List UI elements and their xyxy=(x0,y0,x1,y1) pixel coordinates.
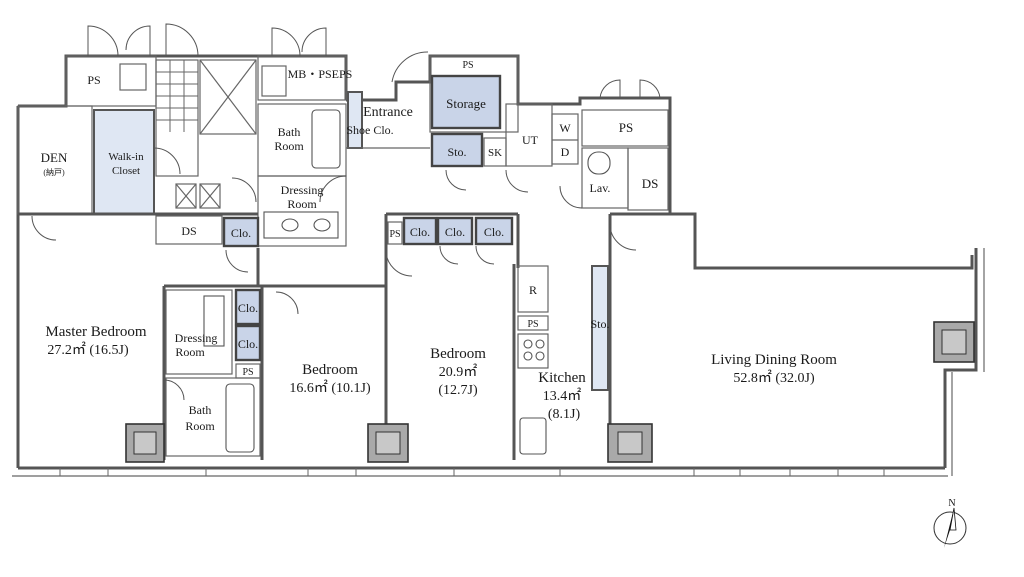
doors xyxy=(31,23,661,401)
compass-needle-light-icon xyxy=(949,507,957,531)
bedroom-2-area: 20.9㎡ xyxy=(439,364,478,380)
kitchen-area-j: (8.1J) xyxy=(548,407,581,422)
kitchen-area: 13.4㎡ xyxy=(543,388,582,404)
sto-entrance-label: Sto. xyxy=(447,145,466,159)
kitchen-name: Kitchen xyxy=(538,370,586,386)
closet-3-label: Clo. xyxy=(445,225,465,239)
bath-lower-label-2: Room xyxy=(185,419,215,433)
den-note-label: (納戸) xyxy=(43,167,65,177)
sto-kitchen-label: Sto. xyxy=(590,317,609,331)
compass-ring-icon xyxy=(933,511,967,545)
refrigerator-label: R xyxy=(529,283,537,297)
closet-4-label: Clo. xyxy=(484,225,504,239)
compass-needle-icon xyxy=(944,508,954,548)
bedroom-1-area: 16.6㎡ (10.1J) xyxy=(289,380,371,396)
ds-right-label: DS xyxy=(642,176,659,191)
bath-lower-label-1: Bath xyxy=(189,403,212,417)
ds-left-label: DS xyxy=(181,224,196,238)
storage-label: Storage xyxy=(446,96,486,111)
closet-1-label: Clo. xyxy=(231,226,251,240)
main-room-labels: Master Bedroom 27.2㎡ (16.5J) Bedroom 16.… xyxy=(45,324,837,422)
ps-small-label: PS xyxy=(389,229,400,240)
columns xyxy=(125,321,975,463)
ps-storage-top-label: PS xyxy=(462,60,473,71)
closet-6-label: Clo. xyxy=(238,337,258,351)
den-label: DEN xyxy=(41,150,68,165)
compass-north-label: N xyxy=(948,498,955,509)
dryer-label: D xyxy=(561,145,570,159)
ps-kitchen-label: PS xyxy=(527,319,538,330)
dressing-upper-label-2: Room xyxy=(287,197,317,211)
ut-label: UT xyxy=(522,133,539,147)
ps-top-left-label: PS xyxy=(87,73,100,87)
closet-2-label: Clo. xyxy=(410,225,430,239)
master-bedroom-area: 27.2㎡ (16.5J) xyxy=(47,342,129,358)
bedroom-2-name: Bedroom xyxy=(430,346,486,362)
walk-in-closet-area xyxy=(93,109,155,215)
dressing-lower-label-2: Room xyxy=(175,345,205,359)
bedroom-1-name: Bedroom xyxy=(302,362,358,378)
lav-label: Lav. xyxy=(590,181,611,195)
ps-right-label: PS xyxy=(619,120,633,135)
dressing-upper-label-1: Dressing xyxy=(281,183,324,197)
shoe-closet-label: Shoe Clo. xyxy=(346,123,393,137)
mb-pseps-label: MB・PSEPS xyxy=(288,67,353,81)
walk-in-closet-label-1: Walk-in xyxy=(108,151,144,163)
washer-label: W xyxy=(559,121,571,135)
living-dining-area: 52.8㎡ (32.0J) xyxy=(733,370,815,386)
compass: N xyxy=(933,498,967,548)
dressing-lower-label-1: Dressing xyxy=(175,331,218,345)
closet-5-label: Clo. xyxy=(238,301,258,315)
master-bedroom-name: Master Bedroom xyxy=(45,324,147,340)
room-labels: PS MB・PSEPS PS Entrance Shoe Clo. Storag… xyxy=(41,60,659,433)
bath-upper-label-1: Bath xyxy=(278,125,301,139)
living-dining-name: Living Dining Room xyxy=(711,352,837,368)
bath-upper-label-2: Room xyxy=(274,139,304,153)
ps-bath-lower-label: PS xyxy=(242,367,253,378)
interior-walls xyxy=(17,55,885,476)
entrance-label: Entrance xyxy=(363,105,413,120)
sk-label: SK xyxy=(488,147,502,159)
walk-in-closet-label-2: Closet xyxy=(112,165,140,177)
bedroom-2-area-j: (12.7J) xyxy=(438,383,478,398)
